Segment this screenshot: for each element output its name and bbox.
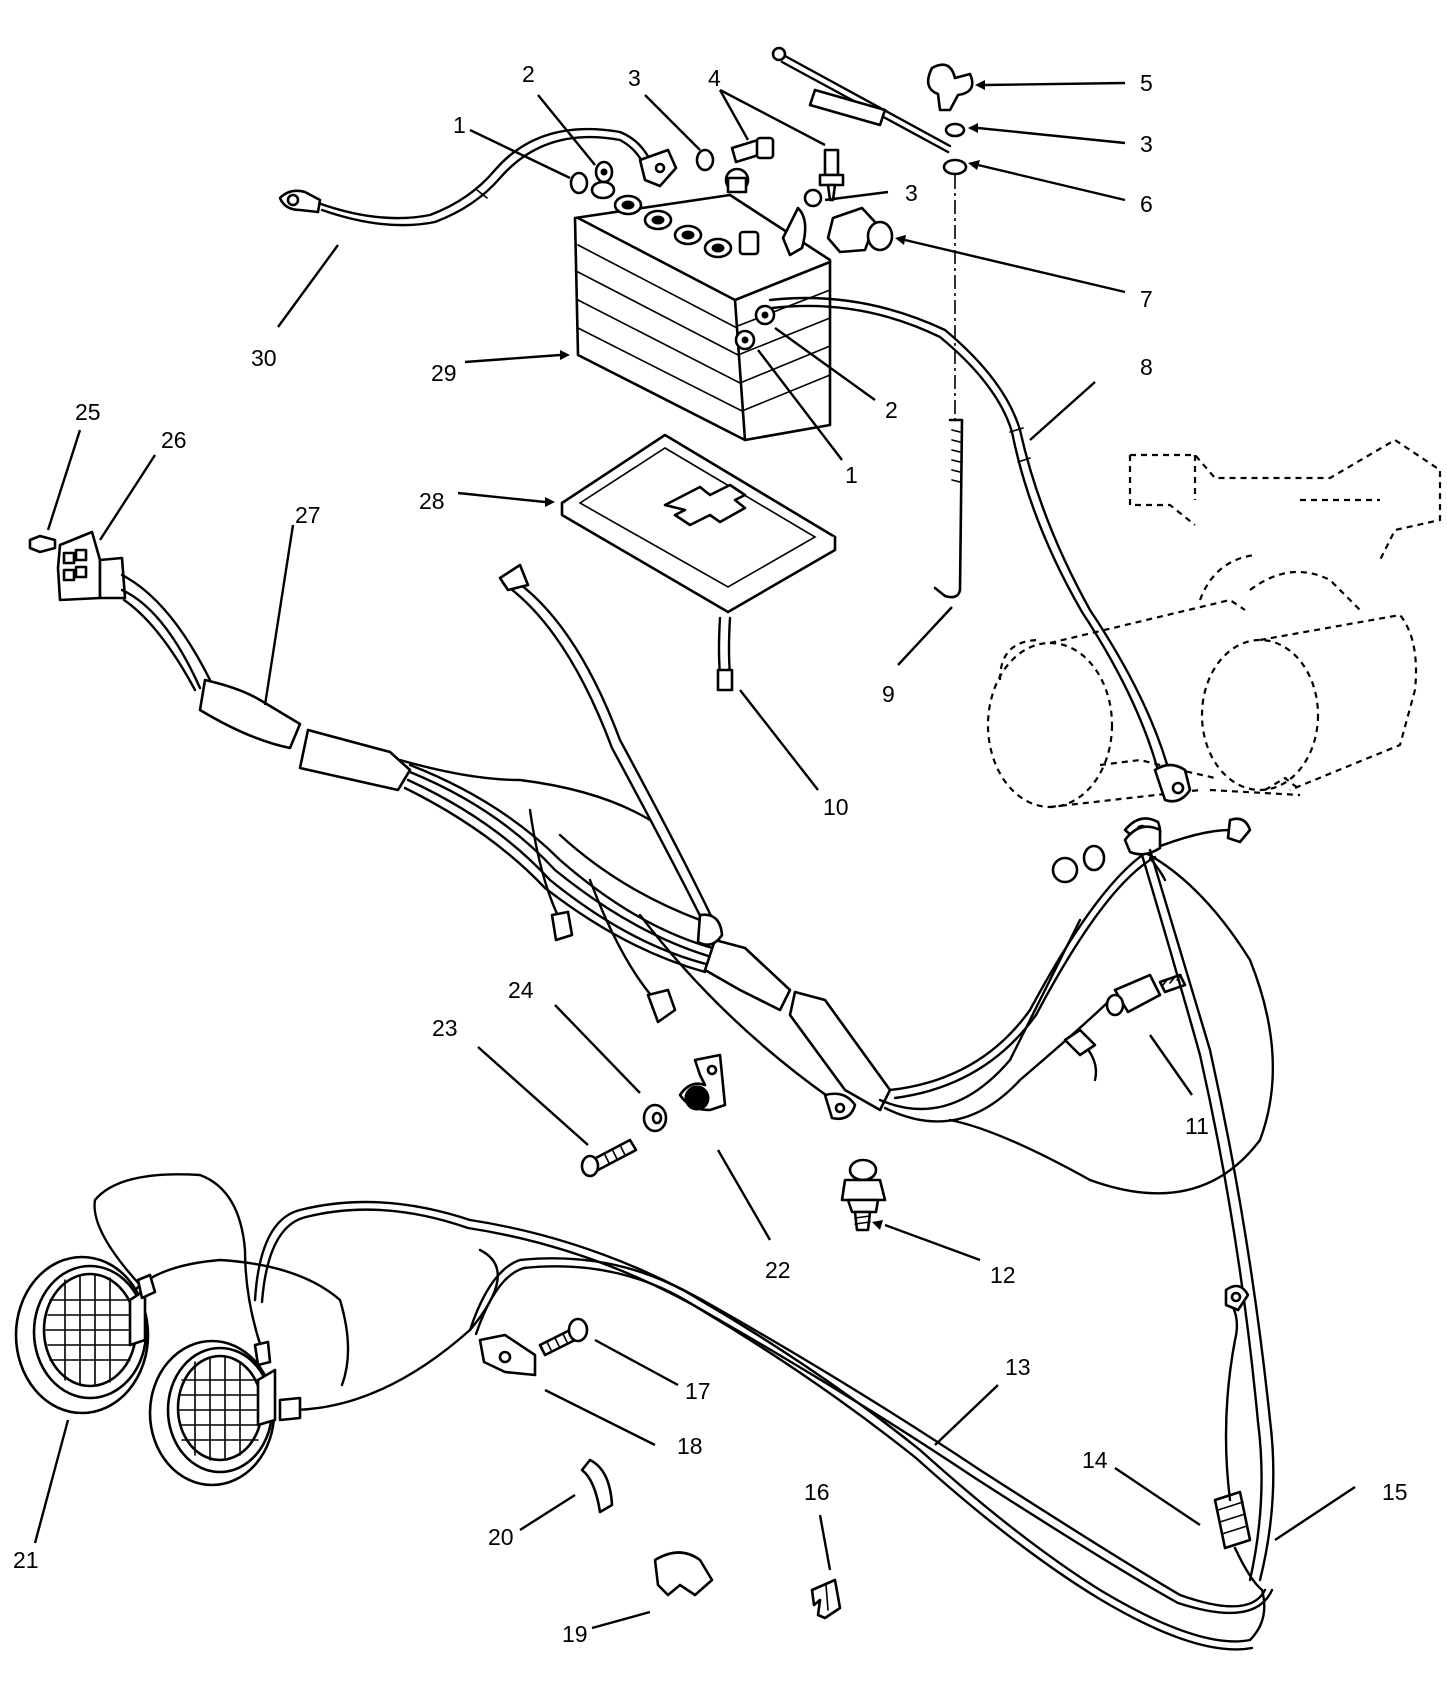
callout-24: 24 (508, 977, 534, 1003)
callout-7: 7 (1140, 286, 1153, 312)
callout-8: 8 (1140, 354, 1153, 380)
callout-10: 10 (823, 794, 849, 820)
callout-22: 22 (765, 1257, 791, 1283)
callout-28: 28 (419, 488, 445, 514)
battery (573, 180, 832, 442)
callout-30: 30 (251, 345, 277, 371)
callout-16: 16 (804, 1479, 830, 1505)
callout-19: 19 (562, 1621, 588, 1647)
callout-11: 11 (1185, 1113, 1209, 1139)
callout-3-right: 3 (1140, 131, 1153, 157)
callout-6: 6 (1140, 191, 1153, 217)
callout-27: 27 (295, 502, 321, 528)
callout-26: 26 (161, 427, 187, 453)
leader-lines (33, 80, 1356, 1630)
small-hardware (478, 1053, 842, 1620)
harness-branches (498, 563, 857, 1120)
callout-3-mid: 3 (905, 180, 918, 206)
work-lights (14, 1255, 277, 1487)
callout-21: 21 (13, 1547, 39, 1573)
light-wires (93, 1173, 1274, 1651)
starter-ground-cable (1051, 825, 1275, 1582)
callout-15: 15 (1382, 1479, 1408, 1505)
harness-connector (28, 530, 127, 602)
callout-12: 12 (990, 1262, 1016, 1288)
callout-13: 13 (1005, 1354, 1031, 1380)
callout-2-top: 2 (522, 61, 535, 87)
callout-9: 9 (882, 681, 895, 707)
callout-4: 4 (708, 65, 721, 91)
terminal-hardware-positive (781, 188, 894, 257)
switch-and-light-wires (840, 817, 1275, 1232)
callout-25: 25 (75, 399, 101, 425)
callout-5: 5 (1140, 70, 1153, 96)
main-harness (120, 573, 892, 1112)
battery-tray (560, 433, 837, 614)
callout-18: 18 (677, 1433, 703, 1459)
negative-cable (278, 127, 652, 227)
callout-1-right: 1 (845, 462, 858, 488)
callout-23: 23 (432, 1015, 458, 1041)
battery-hold-down (771, 46, 974, 599)
positive-cable (768, 296, 1192, 803)
callout-3-top: 3 (628, 65, 641, 91)
callout-17: 17 (685, 1378, 711, 1404)
callout-labels: 1 2 3 4 5 3 6 3 7 8 2 1 9 10 11 12 13 14… (13, 61, 1408, 1647)
callout-1-top: 1 (453, 112, 466, 138)
right-connector (1213, 1284, 1264, 1592)
callout-2-right: 2 (885, 397, 898, 423)
callout-20: 20 (488, 1524, 514, 1550)
starter-motor-outline (986, 438, 1442, 809)
callout-14: 14 (1082, 1447, 1108, 1473)
callout-29: 29 (431, 360, 457, 386)
